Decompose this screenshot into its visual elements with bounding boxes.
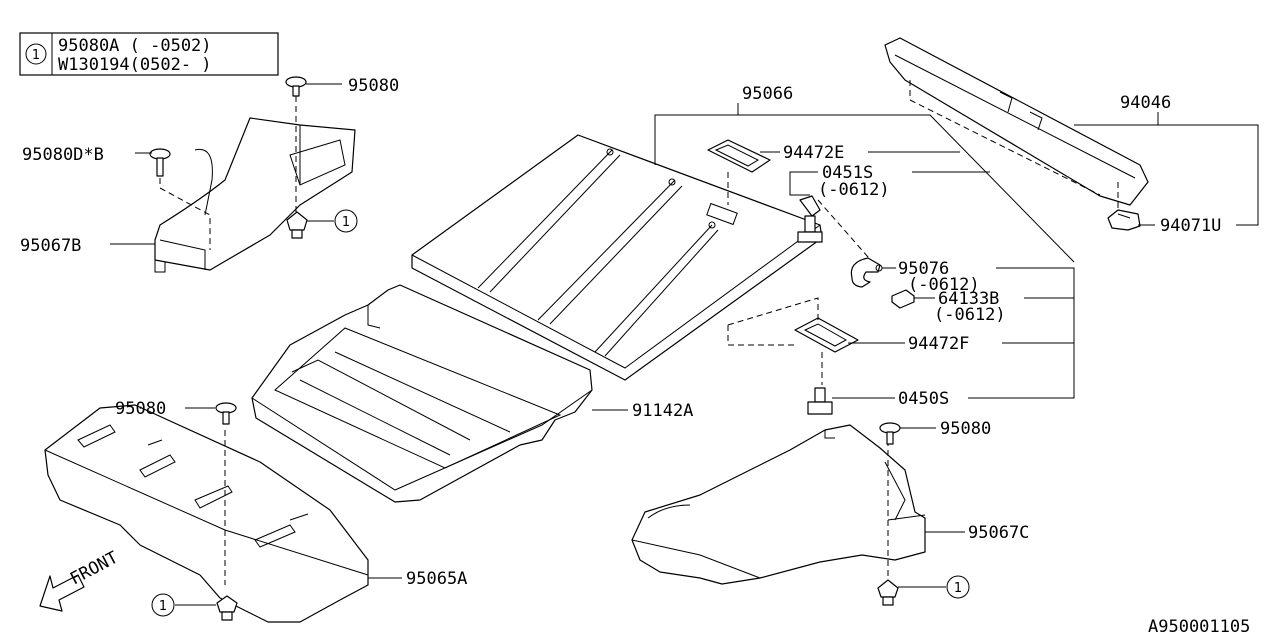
part-0451s-shape (797, 195, 876, 266)
legend-ref-number: 1 (32, 48, 40, 63)
label-0450s: 0450S (898, 389, 949, 409)
callout-ref-upper-number: 1 (342, 215, 350, 230)
part-94472f-shape (727, 297, 859, 385)
part-94071u-shape (1107, 209, 1141, 231)
label-95067b: 95067B (20, 236, 81, 256)
front-arrow: FRONT (39, 548, 122, 612)
label-94071u: 94071U (1160, 216, 1221, 236)
legend-row-1: 95080A ( -0502) (58, 36, 212, 56)
clip-95080-left (215, 402, 237, 425)
part-94046-shape (884, 37, 1149, 210)
legend-ref-circle (25, 43, 47, 65)
label-64133b-note: (-0612) (934, 305, 1006, 325)
label-94472f: 94472F (908, 334, 969, 354)
label-0451s-note: (-0612) (818, 180, 890, 200)
leader-lines (110, 83, 1259, 606)
callout-ref-upper: 1 (334, 209, 358, 233)
part-0450s-shape (807, 387, 833, 415)
part-labels: 95080 95080D*B 95067B 95066 94046 94472E… (20, 76, 1221, 589)
label-95067c: 95067C (968, 523, 1029, 543)
clip-95080-right (879, 422, 901, 445)
clip-95080-top (285, 76, 307, 212)
part-94472e-shape (707, 139, 771, 205)
front-label: FRONT (67, 548, 122, 590)
part-91142a-shape (251, 284, 593, 503)
label-95065a: 95065A (406, 569, 467, 589)
grommet-lower-right (877, 579, 899, 606)
label-94046: 94046 (1120, 93, 1171, 113)
grommet-upper-left (286, 211, 308, 239)
label-95080-left: 95080 (115, 399, 166, 419)
part-95067b-shape (154, 117, 356, 273)
callout-ref-lower-right-number: 1 (954, 581, 962, 596)
callout-ref-lower-left-number: 1 (159, 599, 167, 614)
part-95076-shape (850, 257, 883, 288)
label-0451s: 0451S (822, 163, 873, 183)
label-95076-note: (-0612) (908, 275, 980, 295)
label-95080-right: 95080 (940, 419, 991, 439)
part-64133b-shape (891, 289, 915, 309)
legend-row-2: W130194(0502- ) (58, 55, 212, 75)
part-95065a-shape (44, 404, 369, 623)
label-64133b: 64133B (938, 289, 999, 309)
label-95080-top: 95080 (348, 76, 399, 96)
label-95080d-b: 95080D*B (22, 145, 104, 165)
label-91142a: 91142A (632, 401, 693, 421)
label-95076: 95076 (898, 259, 949, 279)
clip-95080d-b (149, 148, 211, 250)
label-95066: 95066 (742, 84, 793, 104)
diagram-code: A950001105 (1148, 617, 1250, 637)
legend-box: 1 95080A ( -0502) W130194(0502- ) (19, 32, 279, 76)
label-94472e: 94472E (783, 143, 844, 163)
grommet-lower-left (216, 595, 238, 621)
callout-ref-lower-left: 1 (151, 593, 175, 617)
callout-ref-lower-right: 1 (946, 575, 970, 599)
part-95067c-shape (631, 424, 926, 585)
